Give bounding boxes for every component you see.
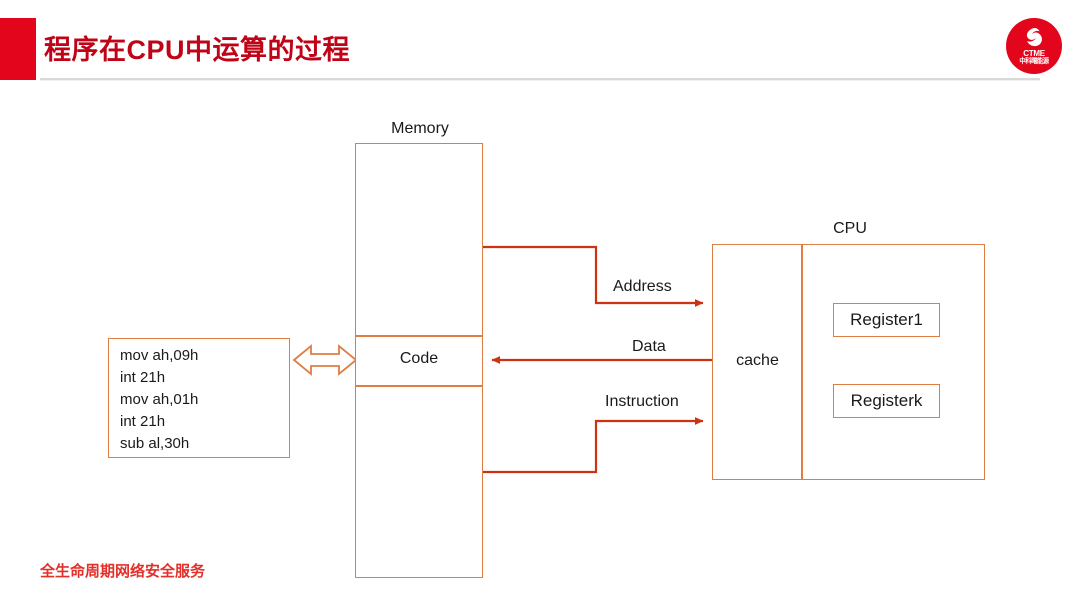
memory-box bbox=[355, 143, 483, 578]
logo-text-cn: 中科曙能源 bbox=[1019, 58, 1049, 65]
connector-label-instruction: Instruction bbox=[605, 393, 679, 410]
cpu-box bbox=[712, 244, 985, 480]
code-memory-bidirectional-arrow bbox=[292, 344, 358, 376]
cpu-title-label: CPU bbox=[833, 220, 867, 237]
memory-title-label: Memory bbox=[391, 120, 449, 137]
header-accent-bar bbox=[0, 18, 36, 80]
assembly-code-listing: mov ah,09h int 21h mov ah,01h int 21h su… bbox=[120, 345, 290, 455]
logo-swoosh-icon bbox=[1026, 27, 1042, 47]
cpu-cache-label: cache bbox=[736, 352, 779, 369]
logo-text-en: CTME bbox=[1023, 49, 1045, 58]
code-line: int 21h bbox=[120, 413, 166, 430]
register-box-k: Registerk bbox=[833, 384, 940, 418]
code-line: sub al,30h bbox=[120, 435, 190, 452]
memory-code-divider-bottom bbox=[355, 385, 483, 387]
memory-code-divider-top bbox=[355, 335, 483, 337]
assembly-code-box bbox=[108, 338, 290, 458]
code-line: mov ah,01h bbox=[120, 391, 199, 408]
cpu-cache-divider bbox=[801, 244, 803, 480]
memory-code-section-label: Code bbox=[399, 350, 439, 367]
connector-label-address: Address bbox=[613, 278, 672, 295]
code-line: int 21h bbox=[120, 369, 166, 386]
brand-logo: CTME 中科曙能源 bbox=[1006, 18, 1062, 74]
footer-slogan: 全生命周期网络安全服务 bbox=[40, 563, 206, 580]
header-divider-rule bbox=[40, 78, 1040, 81]
register-label: Registerk bbox=[850, 391, 923, 410]
connector-label-data: Data bbox=[632, 338, 666, 355]
connector-instruction bbox=[483, 417, 704, 474]
code-line: mov ah,09h bbox=[120, 347, 199, 364]
register-box-1: Register1 bbox=[833, 303, 940, 337]
register-label: Register1 bbox=[850, 310, 923, 329]
page-title: 程序在CPU中运算的过程 bbox=[44, 35, 351, 65]
